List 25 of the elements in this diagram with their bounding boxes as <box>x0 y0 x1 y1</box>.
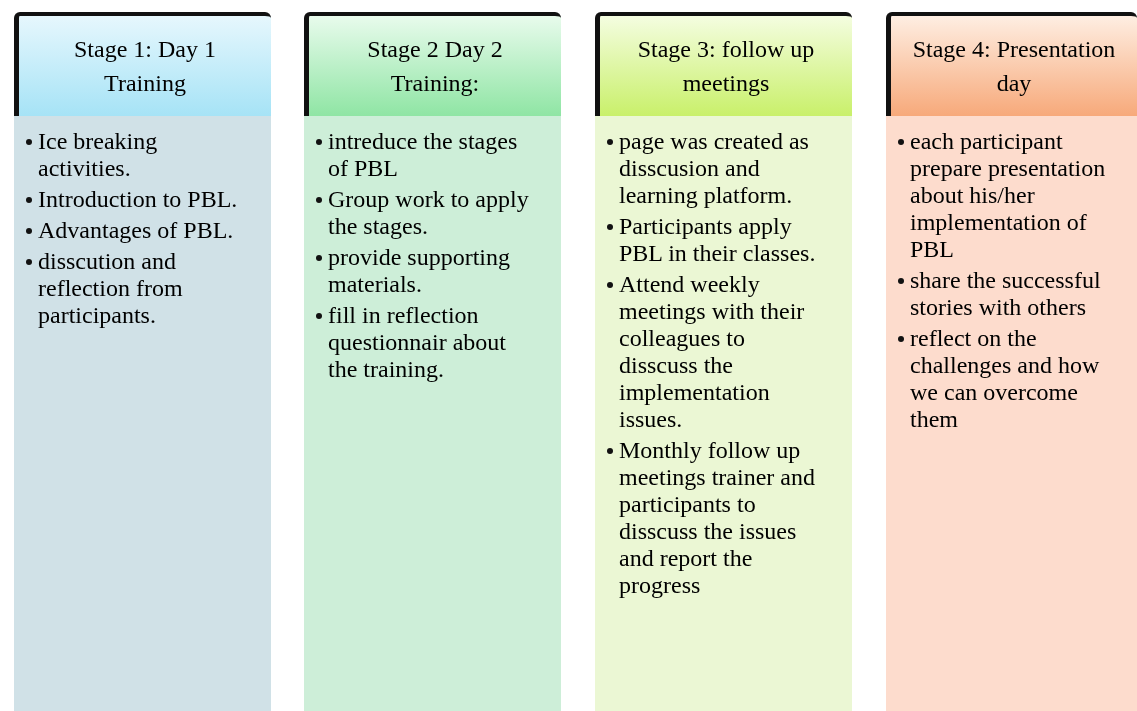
stage-panel <box>14 116 271 711</box>
bullet-item: Attend weekly meetings with their colleagues to disscuss the implementation issues. <box>619 271 806 433</box>
bullet-item: Ice breaking activities. <box>38 128 159 182</box>
bullet-item: Monthly follow up meetings trainer and participants to disscuss the issues and report the progress <box>619 437 816 599</box>
bullet-item: intreduce the stages of PBL <box>328 128 519 182</box>
stage-header-box <box>595 12 852 116</box>
stage-header-box <box>14 12 271 116</box>
bullet-item: reflect on the challenges and how we can overcome them <box>910 325 1101 433</box>
stage-heading: Stage 4: Presentation day <box>911 35 1117 98</box>
bullet-item: provide supporting materials. <box>328 244 511 298</box>
bullet-item: disscution and reflection from participants. <box>38 248 184 329</box>
bullet-item: fill in reflection questionnair about the training. <box>328 302 507 383</box>
stage-heading: Stage 2 Day 2 Training: <box>366 35 504 98</box>
stage-header-box <box>304 12 561 116</box>
stage-heading: Stage 1: Day 1 Training <box>73 35 217 98</box>
bullet-item: Advantages of PBL. <box>38 217 235 244</box>
bullet-item: Group work to apply the stages. <box>328 186 530 240</box>
bullet-item: page was created as disscusion and learning platform. <box>619 128 810 209</box>
bullet-item: Introduction to PBL. <box>38 186 239 213</box>
bullet-item: Participants apply PBL in their classes. <box>619 213 817 267</box>
stage-heading: Stage 3: follow up meetings <box>636 35 816 98</box>
stage-header-box <box>886 12 1137 116</box>
stage-panel <box>304 116 561 711</box>
stage-panel <box>595 116 852 711</box>
stage-panel <box>886 116 1137 711</box>
